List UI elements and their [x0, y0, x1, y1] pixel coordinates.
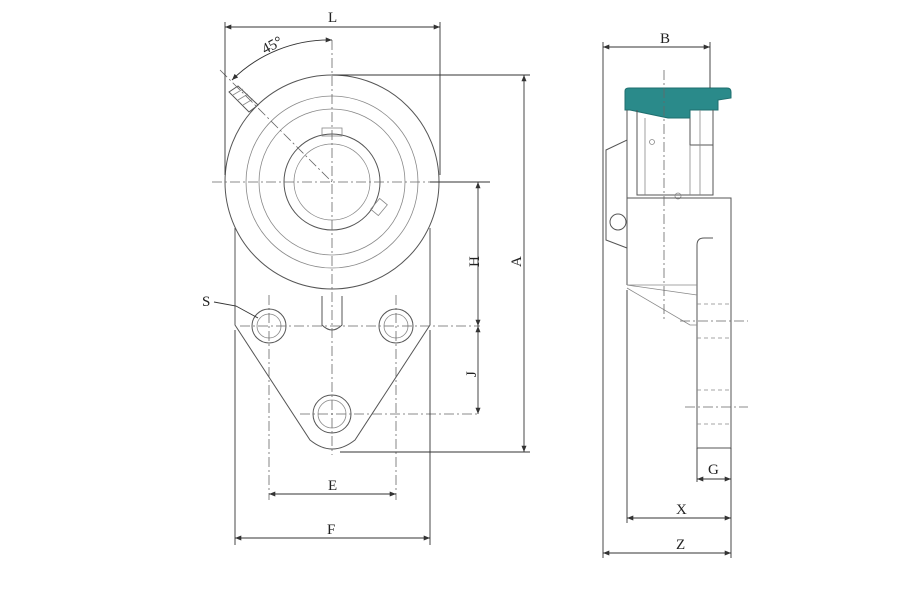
side-view: B G X Z: [602, 31, 748, 558]
locking-collar: [605, 139, 628, 249]
grease-nipple: [228, 85, 259, 113]
angle-arc-45: [231, 37, 333, 81]
dimension-label-G: G: [708, 462, 719, 478]
locking-key: [370, 197, 388, 217]
dimension-label-F: F: [327, 522, 335, 538]
flange-outline: [234, 228, 431, 450]
housing-body: [627, 197, 732, 449]
side-hole-lower: [697, 389, 731, 425]
dimension-label-S: S: [202, 294, 210, 310]
dimension-label-A: A: [509, 256, 525, 267]
side-hole-upper: [697, 303, 731, 339]
collar-screw: [609, 213, 627, 231]
front-view: L 45° S H J A E F: [202, 10, 530, 545]
angle-label-45: 45°: [259, 34, 285, 58]
flange-profile: [626, 284, 698, 326]
dimension-label-X: X: [676, 502, 687, 518]
dimension-label-L: L: [328, 10, 337, 26]
seal-cap: [624, 87, 732, 119]
dimension-label-E: E: [328, 478, 337, 494]
dimension-label-J: J: [464, 371, 480, 377]
dimension-label-B: B: [660, 31, 670, 47]
dimension-label-Z: Z: [676, 537, 685, 553]
center-line-45deg: [219, 69, 333, 183]
dimension-label-H: H: [467, 256, 483, 267]
leader-S: [213, 301, 259, 319]
